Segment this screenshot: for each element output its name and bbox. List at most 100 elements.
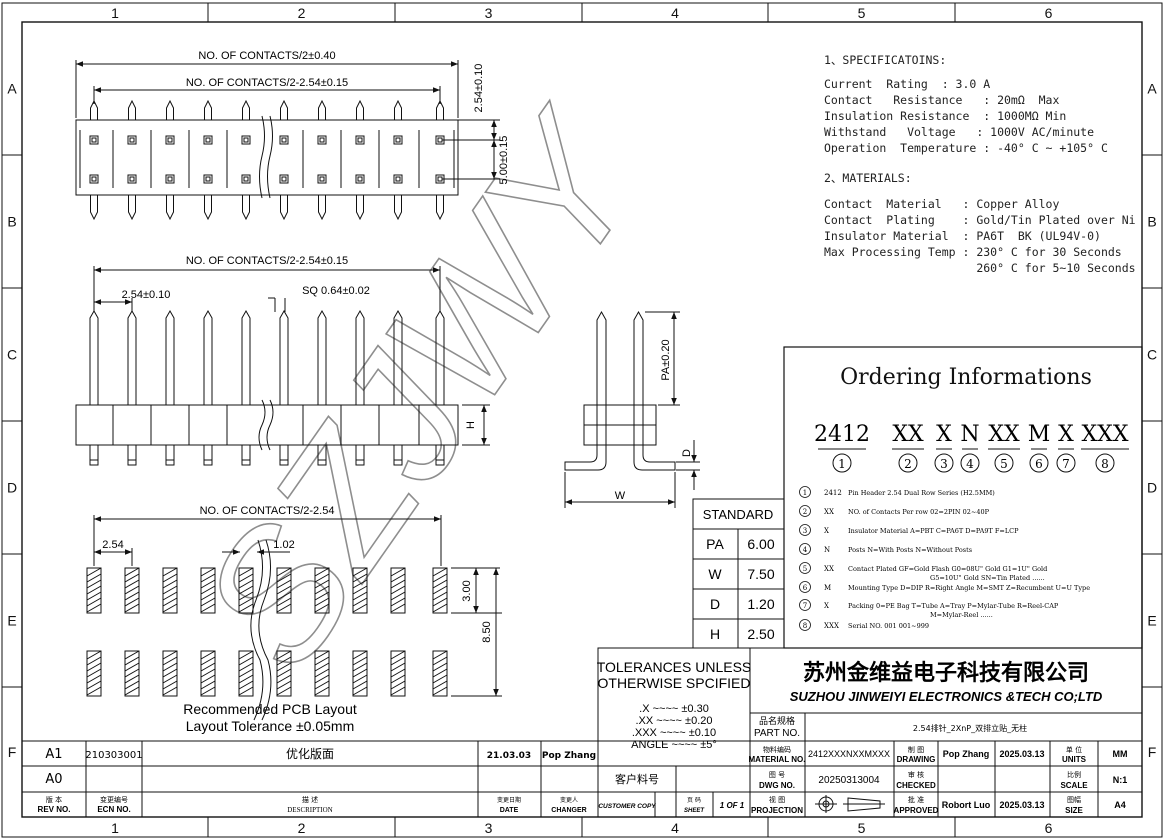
pcb-pad-hatch xyxy=(390,567,406,577)
pcb-pad-hatch xyxy=(390,591,406,601)
pcb-pad-hatch xyxy=(162,573,178,583)
top-pin xyxy=(356,195,364,221)
dwg-cn: 图 号 xyxy=(769,771,785,779)
pcb-pad-hatch xyxy=(162,656,178,666)
pcb-pad-hatch xyxy=(124,674,140,684)
top-pin-square xyxy=(317,135,327,145)
pcb-pad-hatch xyxy=(352,585,368,595)
top-pin xyxy=(242,195,250,221)
tolerance-line: ANGLE ~~~~ ±5° xyxy=(631,739,717,751)
top-pin-square xyxy=(127,174,137,184)
rev-head-en: REV NO. xyxy=(38,805,71,814)
pcb-pad-hatch xyxy=(352,686,368,696)
pcb-pad-hatch xyxy=(432,573,448,583)
pcb-pad-hatch xyxy=(200,656,216,666)
dim-end-pa: PA±0.20 xyxy=(660,339,672,380)
dim-pcb-pitch: 2.54 xyxy=(102,539,123,551)
zone-col-label-bottom: 4 xyxy=(671,820,679,836)
scale-en: SCALE xyxy=(1060,781,1088,790)
side-pin xyxy=(241,309,251,405)
pcb-pad-hatch xyxy=(276,668,292,678)
side-pin xyxy=(435,445,445,466)
top-pin-square xyxy=(129,176,135,182)
pcb-pad-hatch xyxy=(200,680,216,690)
pcb-pad-hatch xyxy=(238,656,254,666)
dim-side-pitch: 2.54±0.10 xyxy=(122,289,171,301)
pcb-pad xyxy=(352,567,368,614)
pcb-pad-hatch xyxy=(432,650,448,660)
part-en: PART NO. xyxy=(754,728,800,739)
pcb-pad-hatch xyxy=(162,680,178,690)
pcb-pad xyxy=(352,650,368,697)
pcb-pad-hatch xyxy=(276,597,292,607)
zone-col-label-bottom: 2 xyxy=(298,820,306,836)
pcb-pad-hatch xyxy=(276,585,292,595)
ordering-code: 2412 xyxy=(814,422,870,447)
pcb-pad-hatch xyxy=(276,680,292,690)
sheet-value: 1 OF 1 xyxy=(720,801,745,810)
pcb-pad-hatch xyxy=(432,668,448,678)
zone-col-label-top: 5 xyxy=(858,5,866,21)
units-value: MM xyxy=(1113,749,1128,759)
ordering-num-circle xyxy=(1095,453,1115,473)
zone-col-label-bottom: 1 xyxy=(111,820,119,836)
ordering-item-desc2: M=Mylar-Reel ...... xyxy=(930,611,993,619)
pcb-pad-hatch xyxy=(124,597,140,607)
pcb-layout xyxy=(86,515,502,721)
side-pin xyxy=(165,445,175,466)
top-pin-square xyxy=(355,135,365,145)
pcb-pad xyxy=(124,650,140,697)
top-pin-square xyxy=(167,137,173,143)
top-pin-square xyxy=(395,176,401,182)
pcb-pad-hatch xyxy=(432,579,448,589)
spec-line: Withstand Voltage : 1000V AC/minute xyxy=(824,125,1095,139)
pcb-pad-hatch xyxy=(432,567,448,577)
pcb-pad-hatch xyxy=(352,674,368,684)
side-pin xyxy=(241,445,251,466)
side-pin xyxy=(203,309,213,405)
ordering-num: 3 xyxy=(940,457,948,471)
dim-end-w: W xyxy=(615,490,626,502)
pcb-pad-hatch xyxy=(352,567,368,577)
ordering-title: Ordering Informations xyxy=(840,365,1092,390)
pcb-pad xyxy=(162,567,178,614)
ordering-item-key: XX xyxy=(824,508,834,516)
dim-pcb-pad-h: 3.00 xyxy=(461,580,473,601)
top-pin-square xyxy=(129,137,135,143)
pcb-pad-hatch xyxy=(352,591,368,601)
top-pin-square xyxy=(165,135,175,145)
pcb-pad xyxy=(276,567,292,614)
ordering-item-key: X xyxy=(824,602,829,610)
spec-line: Insulation Resistance : 1000MΩ Min xyxy=(824,109,1067,123)
pcb-pad-hatch xyxy=(390,656,406,666)
side-pin xyxy=(89,445,99,466)
pcb-pad-hatch xyxy=(352,603,368,613)
pcb-pad-hatch xyxy=(314,686,330,696)
dim-top-pitch-span: NO. OF CONTACTS/2-2.54±0.15 xyxy=(186,77,348,89)
ordering-item-key: X xyxy=(824,527,829,535)
proj-cn: 视 图 xyxy=(769,795,785,804)
material-value: 2412XXXNXXMXXX xyxy=(808,749,890,759)
zone-row-label-right: E xyxy=(1147,613,1156,629)
pcb-pad-hatch xyxy=(124,668,140,678)
zone-row-label-right: C xyxy=(1147,347,1157,363)
spec-title-1: 1、SPECIFICATOINS: xyxy=(824,53,947,67)
ordering-item-key: M xyxy=(824,584,831,592)
pcb-pad-hatch xyxy=(200,567,216,577)
pcb-pad-hatch xyxy=(352,656,368,666)
pcb-pad-hatch xyxy=(86,662,102,672)
pcb-pad-hatch xyxy=(276,573,292,583)
top-pin xyxy=(356,99,364,120)
top-pin-square xyxy=(281,137,287,143)
dim-pcb-pad-w: 1.02 xyxy=(273,539,294,551)
ordering-code: XXX xyxy=(1082,422,1129,447)
pcb-pad-hatch xyxy=(432,662,448,672)
top-pin xyxy=(166,99,174,120)
ordering-num-circle xyxy=(960,453,980,473)
pcb-pad-hatch xyxy=(162,603,178,613)
top-pin-square xyxy=(127,135,137,145)
pcb-pad-hatch xyxy=(162,597,178,607)
standard-key: W xyxy=(708,566,722,582)
